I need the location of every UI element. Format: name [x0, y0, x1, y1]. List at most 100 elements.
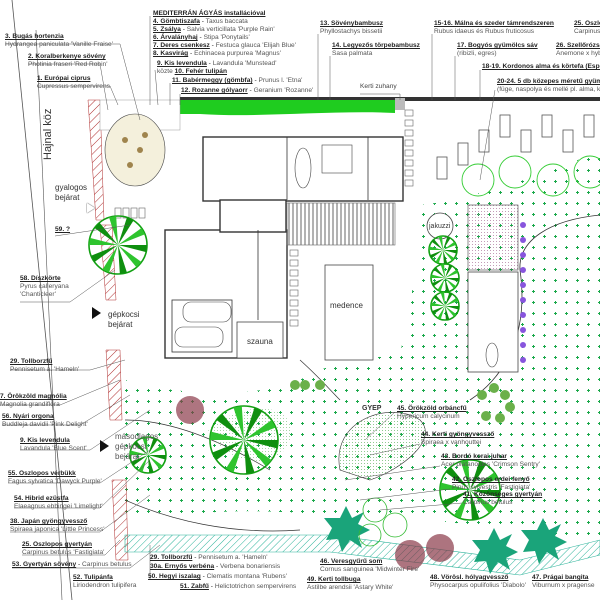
plant-name: 20-24. 5 db közepes méretű gyümö	[497, 78, 600, 85]
plant-name: 13. Sövénybambusz	[320, 20, 384, 27]
sauna-label: szauna	[247, 337, 273, 346]
plant-latin-name: Liriodendron tulipifera	[73, 582, 137, 589]
plant-latin-name: Anemone x hyb	[556, 50, 600, 57]
plant-latin-name: Carpinus betulus	[82, 561, 132, 568]
plant-latin-name: Pennisetum a. 'Hameln'	[198, 554, 268, 561]
plant-name: 17. Bogyós gyümölcs sáv	[457, 42, 538, 49]
plant-latin-name: Sasa palmata	[332, 50, 373, 57]
plant-name: 46. Veresgyűrű som	[320, 558, 383, 565]
plant-label: 51. Zabfű - Helictotrichon sempervirens	[180, 583, 297, 590]
plant-name: 45. Örökzöld orbáncfű	[397, 405, 467, 412]
street-name: Hajnal köz	[42, 108, 54, 160]
plant-label: 5. Zsálya - Salvia verticillata 'Purple …	[153, 26, 275, 33]
plant-label: 6. Árvalányhaj - Stipa 'Ponytails'	[153, 34, 250, 41]
lavender-row	[520, 222, 526, 363]
plant-label: 7. Deres csenkesz - Festuca glauca 'Elij…	[153, 42, 296, 49]
tree-icon	[88, 215, 148, 275]
plant-name: 14. Legyezős törpebambusz	[332, 42, 420, 49]
entrance-label: gyalogos	[55, 183, 88, 192]
secondary-car-entrance: másodlagos gépkocsi bejárat	[115, 432, 158, 462]
pool-label: medence	[330, 301, 363, 310]
car-entrance: gépkocsi bejárat	[108, 310, 140, 330]
plant-name: 58. Díszkörte	[20, 275, 61, 282]
plant-latin-name: Phyllostachys bissetii	[320, 28, 383, 35]
plant-latin-name: Buddleja davidii 'Pink Delight'	[2, 421, 88, 428]
lawn-right	[292, 150, 600, 540]
plant-name: 18-19. Kordonos alma és körtefa (Espa	[482, 63, 600, 70]
plant-latin-name: Carpinus betulus 'Fastigiata'	[22, 549, 105, 556]
plant-latin-name: Hypericum calycinum	[397, 413, 460, 420]
plant-latin-name: Magnolia grandiflora	[0, 401, 60, 408]
plant-latin-name: Viburnum x pragense	[532, 582, 595, 589]
plant-latin-name: Spiraea japonica 'Little Princess'	[10, 526, 105, 533]
pool	[324, 264, 374, 361]
plant-latin-name: Prunus l. 'Etna'	[258, 77, 303, 84]
plant-label: 29. Tollborzfű - Pennisetum a. 'Hameln'	[150, 554, 268, 561]
plant-name: 56. Nyári orgona	[2, 413, 54, 420]
plant-label: közte 10. Fehér tulipán	[157, 68, 227, 76]
plant-name: 38. Japán gyöngyvessző	[10, 518, 88, 525]
plant-latin-name: Lavandula 'Munstead'	[212, 60, 277, 67]
plant-name: 6. Árvalányhaj	[153, 34, 198, 41]
sauna	[236, 321, 284, 359]
plant-name: 47. Prágai bangita	[532, 574, 589, 581]
plant-latin-name: Salvia verticillata 'Purple Rain'	[186, 26, 275, 33]
entrance-label: másodlagos	[115, 432, 159, 441]
entrance-label: gépkocsi	[115, 442, 147, 451]
plant-label: 50. Hegyi iszalag - Clematis montana 'Ru…	[148, 573, 287, 580]
entrance-label: bejárat	[115, 452, 140, 461]
plant-latin-name: Geranium 'Rozanne'	[253, 87, 314, 94]
shrubs	[290, 380, 515, 423]
plant-name: 29. Tollborzfű	[10, 358, 53, 365]
plant-latin-name: Spiraea x vanhouttei	[421, 439, 482, 446]
plant-latin-name: Pyrus calleryana	[20, 283, 69, 290]
entrance-label: bejárat	[108, 320, 133, 329]
plant-label: 9. Kis levendula - Lavandula 'Munstead'	[157, 60, 277, 67]
plant-latin-name: Acer platanoides 'Crimson Sentry'	[441, 461, 540, 468]
plant-name: 42. Oszlopos erdei fenyő	[452, 476, 530, 483]
plant-latin-name: Taxus baccata	[205, 18, 248, 25]
plant-name: 50. Hegyi iszalag	[148, 573, 201, 580]
tree-icon	[209, 405, 279, 475]
stepping-stones	[114, 109, 414, 327]
plant-name: 12. Rozanne gólyaorr	[181, 87, 248, 94]
plant-latin-name: Carpinus betulus	[463, 499, 513, 506]
plant-latin-name: Physocarpus opulifolius 'Diabolo'	[430, 582, 526, 589]
plant-latin-name: Rubus idaeus és Rubus fruticosus	[434, 28, 535, 35]
plant-name: 43. Bordó korai juhar	[441, 453, 507, 460]
plant-label: 4. Gömbtiszafa - Taxus baccata	[153, 18, 248, 25]
entrance-label: bejárat	[55, 193, 80, 202]
plant-latin-name: Stipa 'Ponytails'	[203, 34, 250, 41]
street-edge	[11, 0, 73, 600]
trees	[88, 215, 501, 521]
plant-name: 8. Kasvirág	[153, 50, 189, 57]
plant-name: 10. Fehér tulipán	[174, 68, 228, 75]
plant-name: 1. Európai ciprus	[37, 75, 91, 82]
plant-label: 12. Rozanne gólyaorr - Geranium 'Rozanne…	[181, 87, 314, 94]
plant-name: 7. Örökzöld magnólia	[0, 393, 67, 400]
plant-name: 30a. Ernyős verbéna	[150, 563, 215, 570]
plant-latin-name: Photinia fraseri 'Red Robin'	[28, 61, 108, 68]
viburnum-stars	[324, 506, 567, 574]
lower-hedge-band	[124, 534, 600, 576]
plant-name: 25. Oszlopos gyertyán	[22, 541, 92, 548]
plant-label: 17. Bogyós gyümölcs sáv(ribizli, egres)	[457, 42, 538, 58]
leader-lines	[0, 16, 496, 580]
plant-name: 53. Gyertyán sövény	[12, 561, 77, 568]
